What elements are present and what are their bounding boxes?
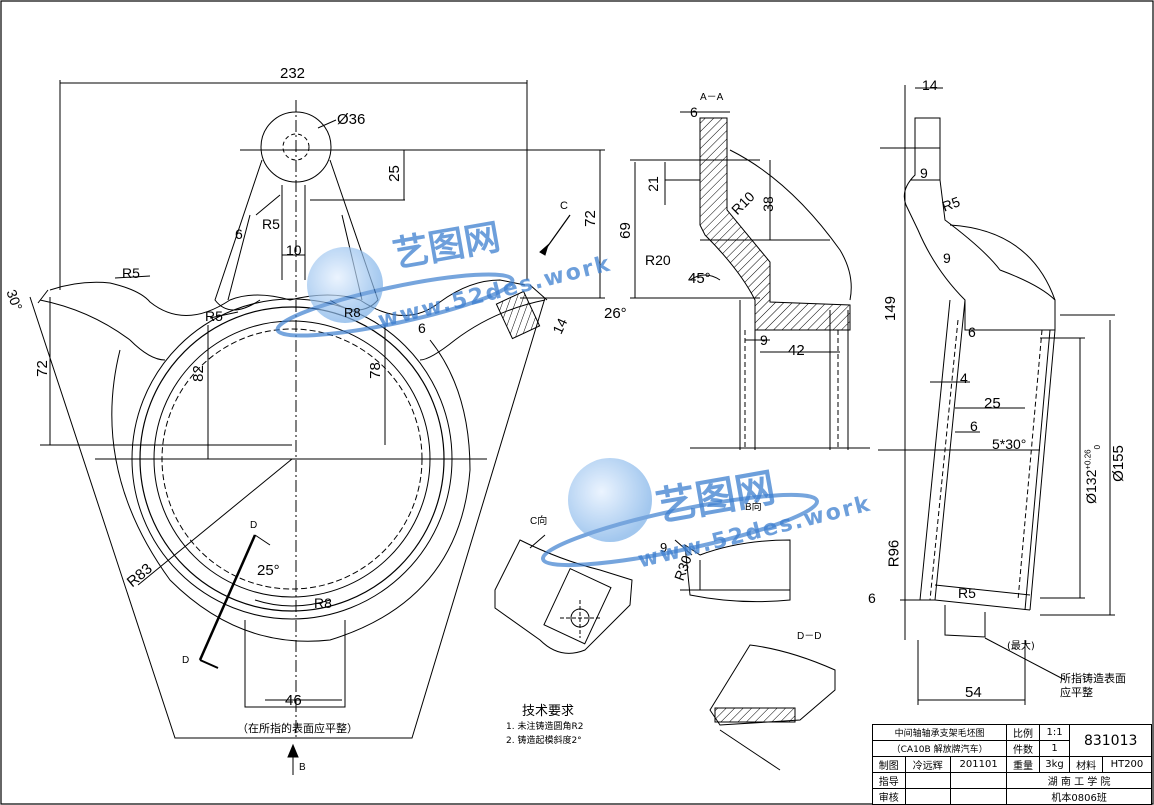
dim-side-r5b: R5 <box>958 585 976 601</box>
dim-side-6b: 6 <box>970 418 978 434</box>
dim-side-155: Ø155 <box>1109 445 1127 482</box>
dim-6-left: 6 <box>235 226 243 242</box>
dim-side-6c: 6 <box>868 590 876 606</box>
label-d-bottom: D <box>182 655 190 666</box>
dim-side-149: 149 <box>882 295 900 322</box>
view-b <box>674 539 791 603</box>
material-value: HT200 <box>1101 756 1153 773</box>
dim-sec-angle45: 45° <box>688 270 711 287</box>
bore-circle <box>139 306 445 612</box>
dim-r5-mid: R5 <box>205 308 223 324</box>
note-max: (最大) <box>1007 641 1035 652</box>
drawing-number: 831013 <box>1069 724 1152 757</box>
dim-sec-38: 38 <box>759 196 776 212</box>
part-name-1: 中间轴轴承支架毛坯图 <box>871 724 1008 741</box>
dim-r8-bottom: R8 <box>314 595 332 611</box>
dim-side-25: 25 <box>984 395 1001 412</box>
class-name: 机本0806班 <box>1006 788 1152 805</box>
review-date <box>950 788 1008 805</box>
dim-46: 46 <box>285 692 302 709</box>
tech-req-item1: 1. 未注铸造圆角R2 <box>506 722 584 732</box>
part-name-2: （CA10B 解放牌汽车） <box>871 740 1008 757</box>
label-arrow-b: B <box>299 762 306 773</box>
dim-r5-left-lobe: R5 <box>122 265 140 281</box>
label-section-dd: D－D <box>797 631 822 642</box>
dim-82: 82 <box>189 365 207 382</box>
school-name: 湖 南 工 学 院 <box>1006 772 1152 789</box>
dim-angle25: 25° <box>257 562 280 579</box>
drawn-date: 201101 <box>950 756 1008 773</box>
dim-9c: 9 <box>660 540 668 555</box>
watermark-globe-2 <box>540 458 820 568</box>
dim-hole-dia: Ø36 <box>337 111 366 128</box>
dim-r5-top: R5 <box>262 216 280 232</box>
section-dd-view <box>709 644 836 771</box>
title-block: 中间轴轴承支架毛坯图 比例 1:1 831013 （CA10B 解放牌汽车） 件… <box>871 724 1153 805</box>
note-surface-side-1: 所指铸造表面 <box>1060 672 1126 685</box>
watermark-globe-1 <box>275 247 515 338</box>
dim-side-chamfer: 5*30° <box>992 436 1027 452</box>
dim-sec-69: 69 <box>616 222 634 239</box>
drawn-label: 制图 <box>872 756 906 773</box>
scale-label: 比例 <box>1006 724 1040 741</box>
front-view <box>29 80 605 775</box>
weight-label: 重量 <box>1006 756 1040 773</box>
label-d-top: D <box>250 520 258 531</box>
label-section-aa: A－A <box>700 92 724 103</box>
side-view <box>878 85 1115 705</box>
qty-label: 件数 <box>1006 740 1040 757</box>
tech-req-title: 技术要求 <box>522 704 575 719</box>
dim-72-right: 72 <box>581 210 599 227</box>
dim-sec-r20: R20 <box>645 252 671 268</box>
base-outline <box>29 296 546 739</box>
dim-78: 78 <box>366 362 384 379</box>
section-aa-view <box>630 111 870 450</box>
review-label: 审核 <box>872 788 906 805</box>
dim-side-tol-base: Ø132 <box>1083 469 1100 504</box>
tech-req-item2: 2. 铸造起模斜度2° <box>506 736 582 746</box>
qty-value: 1 <box>1038 740 1071 757</box>
dim-sec-9: 9 <box>760 332 768 348</box>
note-surface-side-2: 应平整 <box>1060 686 1093 699</box>
scale-value: 1:1 <box>1038 724 1071 741</box>
dim-10: 10 <box>286 242 302 258</box>
advisor-label: 指导 <box>872 772 906 789</box>
dim-side-9: 9 <box>920 165 928 181</box>
dim-overall-width: 232 <box>280 65 306 82</box>
dim-side-tol-sup: +0.26 <box>1083 449 1093 470</box>
advisor-value <box>904 772 952 789</box>
dim-sec-21: 21 <box>644 176 661 192</box>
advisor-date <box>950 772 1008 789</box>
dim-72-left: 72 <box>33 360 51 377</box>
dim-side-tol: Ø132+0.260 <box>1083 445 1102 504</box>
note-surface-bottom: （在所指的表面应平整） <box>237 722 358 735</box>
dim-6-right: 6 <box>418 320 426 336</box>
dim-side-6a: 6 <box>968 324 976 340</box>
label-view-c: C向 <box>530 516 548 527</box>
weight-value: 3kg <box>1038 756 1071 773</box>
dim-side-tol-sub: 0 <box>1092 444 1102 450</box>
label-arrow-c: C <box>560 200 568 212</box>
dim-side-54: 54 <box>965 684 982 701</box>
dim-25: 25 <box>385 165 403 182</box>
view-c <box>494 534 633 654</box>
dim-sec-6: 6 <box>690 104 698 120</box>
dim-side-r96: R96 <box>885 539 903 568</box>
drawn-by: 冷远辉 <box>904 756 952 773</box>
dim-side-4: 4 <box>960 370 968 386</box>
dim-side-14: 14 <box>922 77 938 93</box>
material-label: 材料 <box>1069 756 1103 773</box>
review-value <box>904 788 952 805</box>
dim-sec-42: 42 <box>788 342 805 359</box>
label-view-b: B向 <box>745 502 762 513</box>
dim-angle26: 26° <box>604 305 627 322</box>
dim-r8-small: R8 <box>344 305 361 320</box>
dim-side-9b: 9 <box>943 250 951 266</box>
